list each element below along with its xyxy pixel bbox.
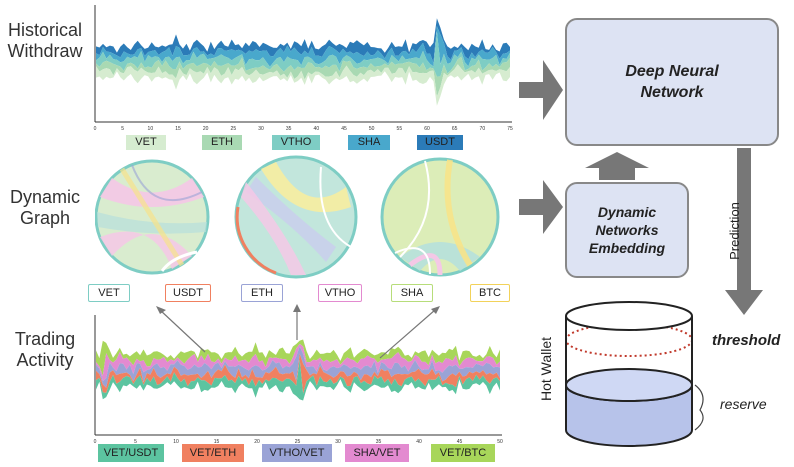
stream-layer [96,339,500,376]
stream-layer [96,31,510,77]
tick-label: 75 [507,126,513,132]
tick-label: 5 [134,439,137,445]
tick-label: 40 [314,126,320,132]
tick-label: 35 [376,439,382,445]
chord-diagrams [95,155,500,279]
tick-label: 20 [254,439,260,445]
tick-label: 30 [258,126,264,132]
graph-legend-sha: SHA [391,284,433,302]
graph-legend-vet: VET [88,284,130,302]
chord-diagram-1 [95,159,210,275]
tick-label: 45 [341,126,347,132]
tick-label: 60 [424,126,430,132]
tick-label: 25 [231,126,237,132]
tick-label: 25 [295,439,301,445]
tick-label: 45 [457,439,463,445]
arrow-to-graph-1 [159,309,206,353]
deep-neural-network-box: Deep Neural Network [565,18,779,146]
graph-legend-btc: BTC [470,284,510,302]
tick-label: 0 [94,126,97,132]
big-arrows [519,60,763,315]
stream-layer [96,56,510,97]
reserve-brace [694,384,704,431]
graph-legend-eth: ETH [241,284,283,302]
ta-ticks: 0 5 10 15 20 25 30 35 40 45 50 [94,439,503,445]
hot-wallet-label: Hot Wallet [538,336,554,402]
historical-layers [96,18,510,106]
threshold-label: threshold [712,332,781,349]
hot-wallet-cylinder [565,301,704,447]
historical-withdraw-label: Historical Withdraw [7,20,83,61]
stream-layer [96,359,500,401]
tick-label: 70 [480,126,486,132]
dynamic-networks-embedding-box: Dynamic Networks Embedding [565,182,689,278]
tick-label: 65 [452,126,458,132]
chord-diagram-2 [234,155,358,279]
graph-legend-usdt: USDT [165,284,211,302]
arrow-down-icon [725,148,763,315]
reserve-label: reserve [720,396,767,412]
tick-label: 20 [203,126,209,132]
dynamic-graph-label: Dynamic Graph [9,187,80,228]
tick-label: 50 [497,439,503,445]
arrow-to-graph-3 [379,309,436,359]
prediction-label: Prediction [727,202,742,260]
legend-eth: ETH [202,135,242,150]
tick-label: 55 [397,126,403,132]
tick-label: 35 [286,126,292,132]
tick-label: 10 [173,439,179,445]
trading-activity-label: Trading Activity [14,329,76,370]
tick-label: 30 [335,439,341,445]
chord-diagram-3 [380,157,500,277]
trading-legend-sha-vet: SHA/VET [345,444,409,462]
legend-vtho: VTHO [272,135,320,150]
legend-vet: VET [126,135,166,150]
arrow-right-icon [519,60,563,120]
graph-legend-vtho: VTHO [318,284,362,302]
tick-label: 15 [214,439,220,445]
historical-withdraw-chart: 0 5 10 15 20 25 30 35 40 45 50 55 60 65 70 75 [94,5,513,132]
trading-legend-vet-eth: VET/ETH [182,444,244,462]
hw-ticks: 0 5 10 15 20 25 30 35 40 45 50 55 60 65 70 75 [94,126,513,132]
stream-layer [96,353,500,394]
tick-label: 10 [148,126,154,132]
tick-label: 0 [94,439,97,445]
tick-label: 50 [369,126,375,132]
arrow-up-icon [585,152,649,180]
stream-layer [96,26,510,67]
tick-label: 5 [121,126,124,132]
stream-layer [96,346,500,388]
trading-activity-chart: 0 5 10 15 20 25 30 35 40 45 50 [94,304,503,445]
tick-label: 40 [416,439,422,445]
tick-label: 15 [175,126,181,132]
legend-sha: SHA [348,135,390,150]
stream-layer [96,64,510,106]
trading-legend-vet-btc: VET/BTC [431,444,495,462]
trading-legend-vtho-vet: VTHO/VET [262,444,332,462]
trading-layers [96,339,500,401]
legend-usdt: USDT [417,135,463,150]
stream-layer [96,18,510,63]
stream-layer [96,343,500,382]
arrow-right-icon [519,180,563,234]
trading-legend-vet-usdt: VET/USDT [98,444,164,462]
